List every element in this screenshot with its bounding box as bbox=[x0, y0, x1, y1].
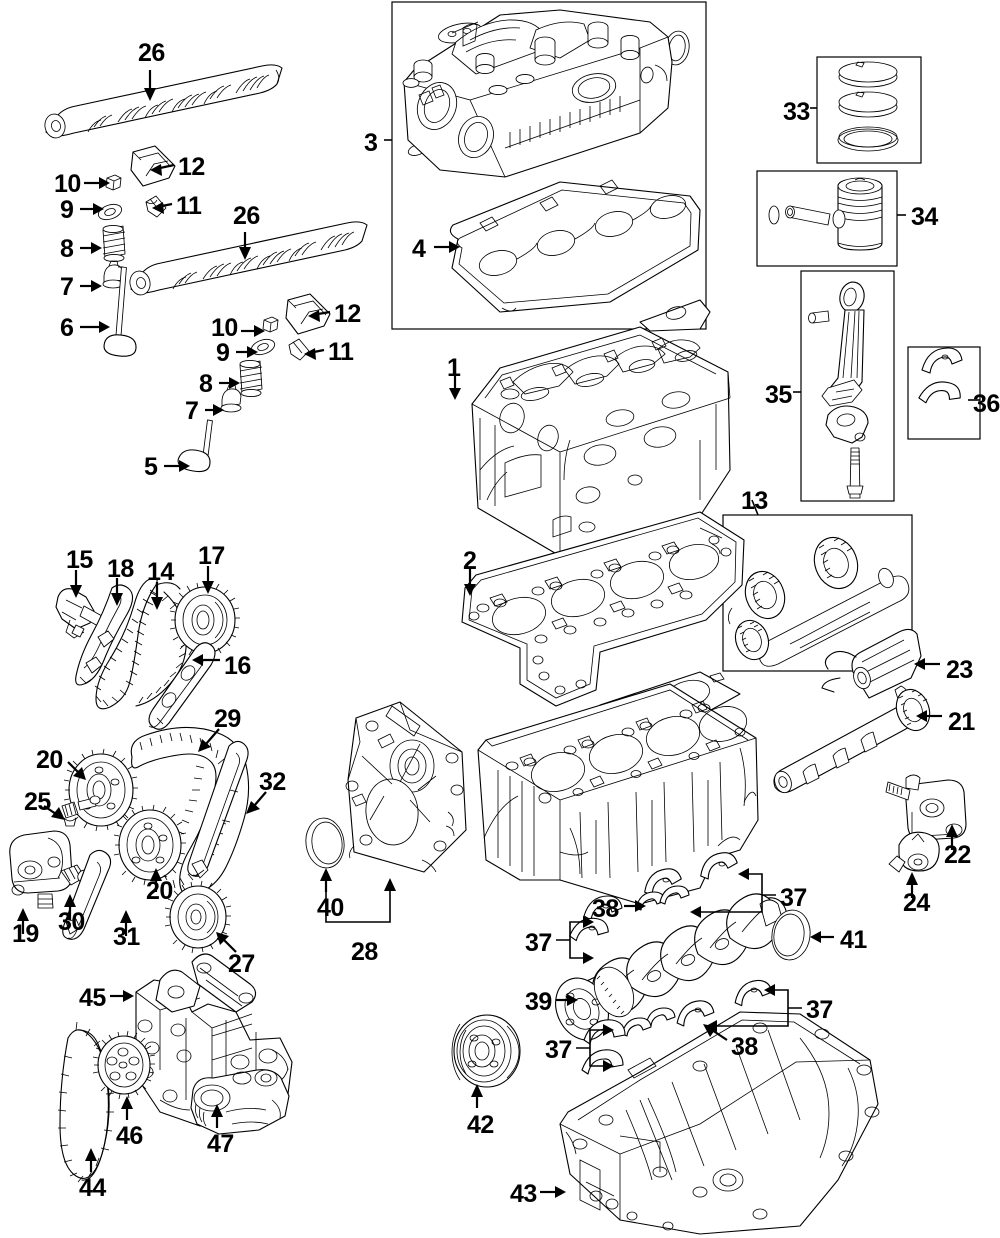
callout-24-sensor-trigger-wheel: 24 bbox=[903, 889, 930, 917]
camshaft-phaser-lower-art bbox=[113, 804, 187, 886]
callout-6-intake-valve: 6 bbox=[60, 314, 74, 342]
callout-18-chain-guide: 18 bbox=[107, 555, 134, 583]
piston-rings-art bbox=[837, 61, 899, 152]
camshaft-exhaust-art bbox=[129, 221, 368, 296]
balance-shaft-art bbox=[773, 688, 931, 794]
engine-block-art bbox=[477, 683, 759, 905]
chain-guide-lower-art bbox=[62, 849, 112, 940]
valve-cover-box bbox=[391, 1, 707, 330]
callout-20-camshaft-phaser: 20 bbox=[146, 877, 173, 905]
rod-bearings-art bbox=[918, 347, 963, 404]
connecting-rod-art bbox=[808, 281, 869, 499]
callout-25-oil-jet: 25 bbox=[24, 788, 51, 816]
callout-17-camshaft-sprocket: 17 bbox=[198, 542, 225, 570]
callout-37-main-bearing-set: 37 bbox=[525, 929, 552, 957]
camshaft-intake-art bbox=[44, 64, 283, 139]
callout-5-exhaust-valve: 5 bbox=[144, 453, 158, 481]
callout-28-rear-cover-housing: 28 bbox=[351, 938, 378, 966]
callout-27-crankshaft-sprocket: 27 bbox=[228, 950, 255, 978]
callout-7-valve-stem-seal: 7 bbox=[185, 397, 199, 425]
trigger-wheel-art bbox=[888, 831, 940, 873]
chain-tensioner-arm-art bbox=[55, 588, 103, 639]
callout-46-oil-pump-sprocket: 46 bbox=[116, 1122, 143, 1150]
oil-pump-bracket-art bbox=[190, 1069, 290, 1135]
callout-12-rocker-arm: 12 bbox=[178, 153, 205, 181]
rear-main-seal-art bbox=[305, 817, 345, 869]
callout-14-timing-chain: 14 bbox=[147, 558, 174, 586]
callout-19-chain-tensioner: 19 bbox=[12, 920, 39, 948]
callout-10-valve-keeper: 10 bbox=[211, 314, 238, 342]
callout-33-piston-ring-set: 33 bbox=[783, 98, 810, 126]
callout-37-main-bearing-set: 37 bbox=[780, 884, 807, 912]
camshaft-actuator-art bbox=[885, 774, 967, 841]
valve-cover-gasket-art bbox=[449, 179, 711, 332]
callout-13-balance-shaft-assembly: 13 bbox=[741, 487, 768, 515]
chain-guide-rail-art bbox=[187, 740, 249, 879]
callout-37-main-bearing-set: 37 bbox=[806, 996, 833, 1024]
callout-42-harmonic-balancer: 42 bbox=[467, 1111, 494, 1139]
head-gasket-art bbox=[461, 511, 745, 721]
conrod-box bbox=[800, 270, 895, 502]
callout-1-cylinder-head: 1 bbox=[447, 354, 461, 382]
callout-4-valve-cover-gasket: 4 bbox=[412, 235, 426, 263]
callout-31-chain-guide-lower: 31 bbox=[113, 923, 140, 951]
callout-35-connecting-rod: 35 bbox=[765, 381, 792, 409]
piston-art bbox=[768, 177, 883, 251]
callout-45-oil-pump-assembly: 45 bbox=[79, 984, 106, 1012]
callout-38-thrust-washer: 38 bbox=[592, 895, 619, 923]
callout-21-balance-shaft: 21 bbox=[948, 708, 975, 736]
callout-16-chain-tensioner-guide: 16 bbox=[224, 652, 251, 680]
callout-15-chain-tensioner-arm: 15 bbox=[66, 546, 93, 574]
callout-40-rear-main-seal: 40 bbox=[317, 894, 344, 922]
harmonic-balancer-art bbox=[451, 1014, 521, 1088]
callout-43-oil-pan: 43 bbox=[510, 1180, 537, 1208]
oil-pump-sprocket-art bbox=[92, 1030, 156, 1100]
piston-rings-box bbox=[816, 56, 922, 164]
callout-23-vvt-solenoid: 23 bbox=[946, 656, 973, 684]
callout-26-camshaft-exhaust: 26 bbox=[233, 202, 260, 230]
callout-22-camshaft-actuator: 22 bbox=[944, 841, 971, 869]
callout-34-piston-and-pin: 34 bbox=[911, 203, 938, 231]
callout-29-timing-chain-primary: 29 bbox=[214, 705, 241, 733]
callout-39-crankshaft: 39 bbox=[525, 988, 552, 1016]
callout-2-head-gasket: 2 bbox=[463, 547, 477, 575]
leader-lines bbox=[17, 70, 980, 1198]
callout-10-valve-keeper: 10 bbox=[54, 170, 81, 198]
callout-9-valve-spring-retainer: 9 bbox=[60, 196, 74, 224]
oil-pan-art bbox=[559, 1011, 880, 1235]
callout-36-rod-bearing-set: 36 bbox=[973, 390, 1000, 418]
callout-11-lash-adjuster: 11 bbox=[328, 338, 354, 366]
callout-41-front-crank-seal: 41 bbox=[840, 926, 867, 954]
oil-jet-art bbox=[61, 795, 101, 827]
valve-parts-lower bbox=[177, 293, 331, 473]
callout-11-lash-adjuster: 11 bbox=[176, 192, 202, 220]
callout-12-rocker-arm: 12 bbox=[334, 300, 361, 328]
callout-38-thrust-washer: 38 bbox=[731, 1033, 758, 1061]
callout-20-camshaft-phaser: 20 bbox=[36, 746, 63, 774]
callout-32-chain-guide-rail: 32 bbox=[259, 768, 286, 796]
cylinder-head-art bbox=[471, 326, 731, 557]
front-crank-seal-art bbox=[771, 909, 811, 961]
callout-44-oil-pump-chain: 44 bbox=[79, 1174, 106, 1202]
balance-shaft-assembly-art bbox=[728, 536, 910, 667]
callout-26-camshaft-intake: 26 bbox=[138, 39, 165, 67]
rod-bearing-box bbox=[907, 346, 981, 440]
main-bearings-art bbox=[569, 852, 773, 1075]
valve-cover-art bbox=[402, 9, 690, 178]
callout-7-valve-stem-seal: 7 bbox=[60, 273, 74, 301]
callout-30-dowel-pin: 30 bbox=[58, 908, 85, 936]
callout-9-valve-spring-retainer: 9 bbox=[216, 339, 230, 367]
valve-parts-upper bbox=[97, 145, 176, 357]
callout-8-valve-spring: 8 bbox=[60, 235, 74, 263]
callout-8-valve-spring: 8 bbox=[199, 370, 213, 398]
callout-47-oil-pump-bracket: 47 bbox=[207, 1130, 234, 1158]
chain-guide-art bbox=[75, 584, 134, 686]
rear-cover-art bbox=[345, 701, 467, 873]
callout-37-main-bearing-set: 37 bbox=[545, 1036, 572, 1064]
chain-tensioner-art bbox=[9, 830, 73, 909]
callout-3-valve-cover: 3 bbox=[364, 129, 378, 157]
piston-box bbox=[756, 170, 898, 267]
crankshaft-sprocket-art bbox=[164, 880, 232, 954]
